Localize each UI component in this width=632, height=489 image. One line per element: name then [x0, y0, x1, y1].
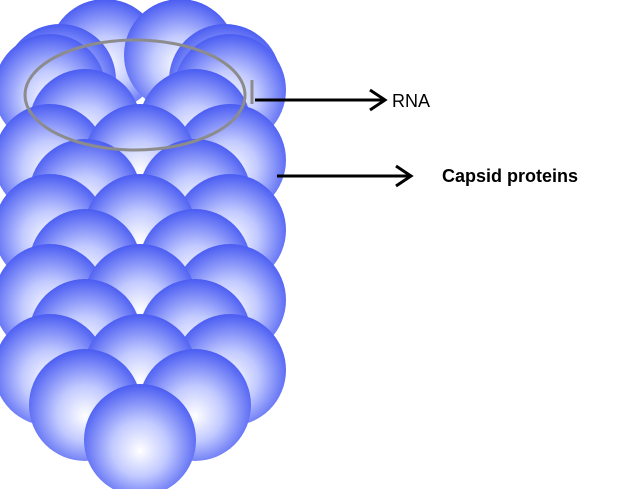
capsid-arrow [277, 164, 414, 188]
rna-label: RNA [392, 91, 431, 111]
capsid-protein-sphere [84, 384, 196, 489]
rna-arrow [255, 88, 388, 112]
capsid-proteins-label: Capsid proteins [442, 166, 579, 186]
rna-strand [23, 38, 247, 152]
capsid-protein-stack [0, 0, 286, 489]
